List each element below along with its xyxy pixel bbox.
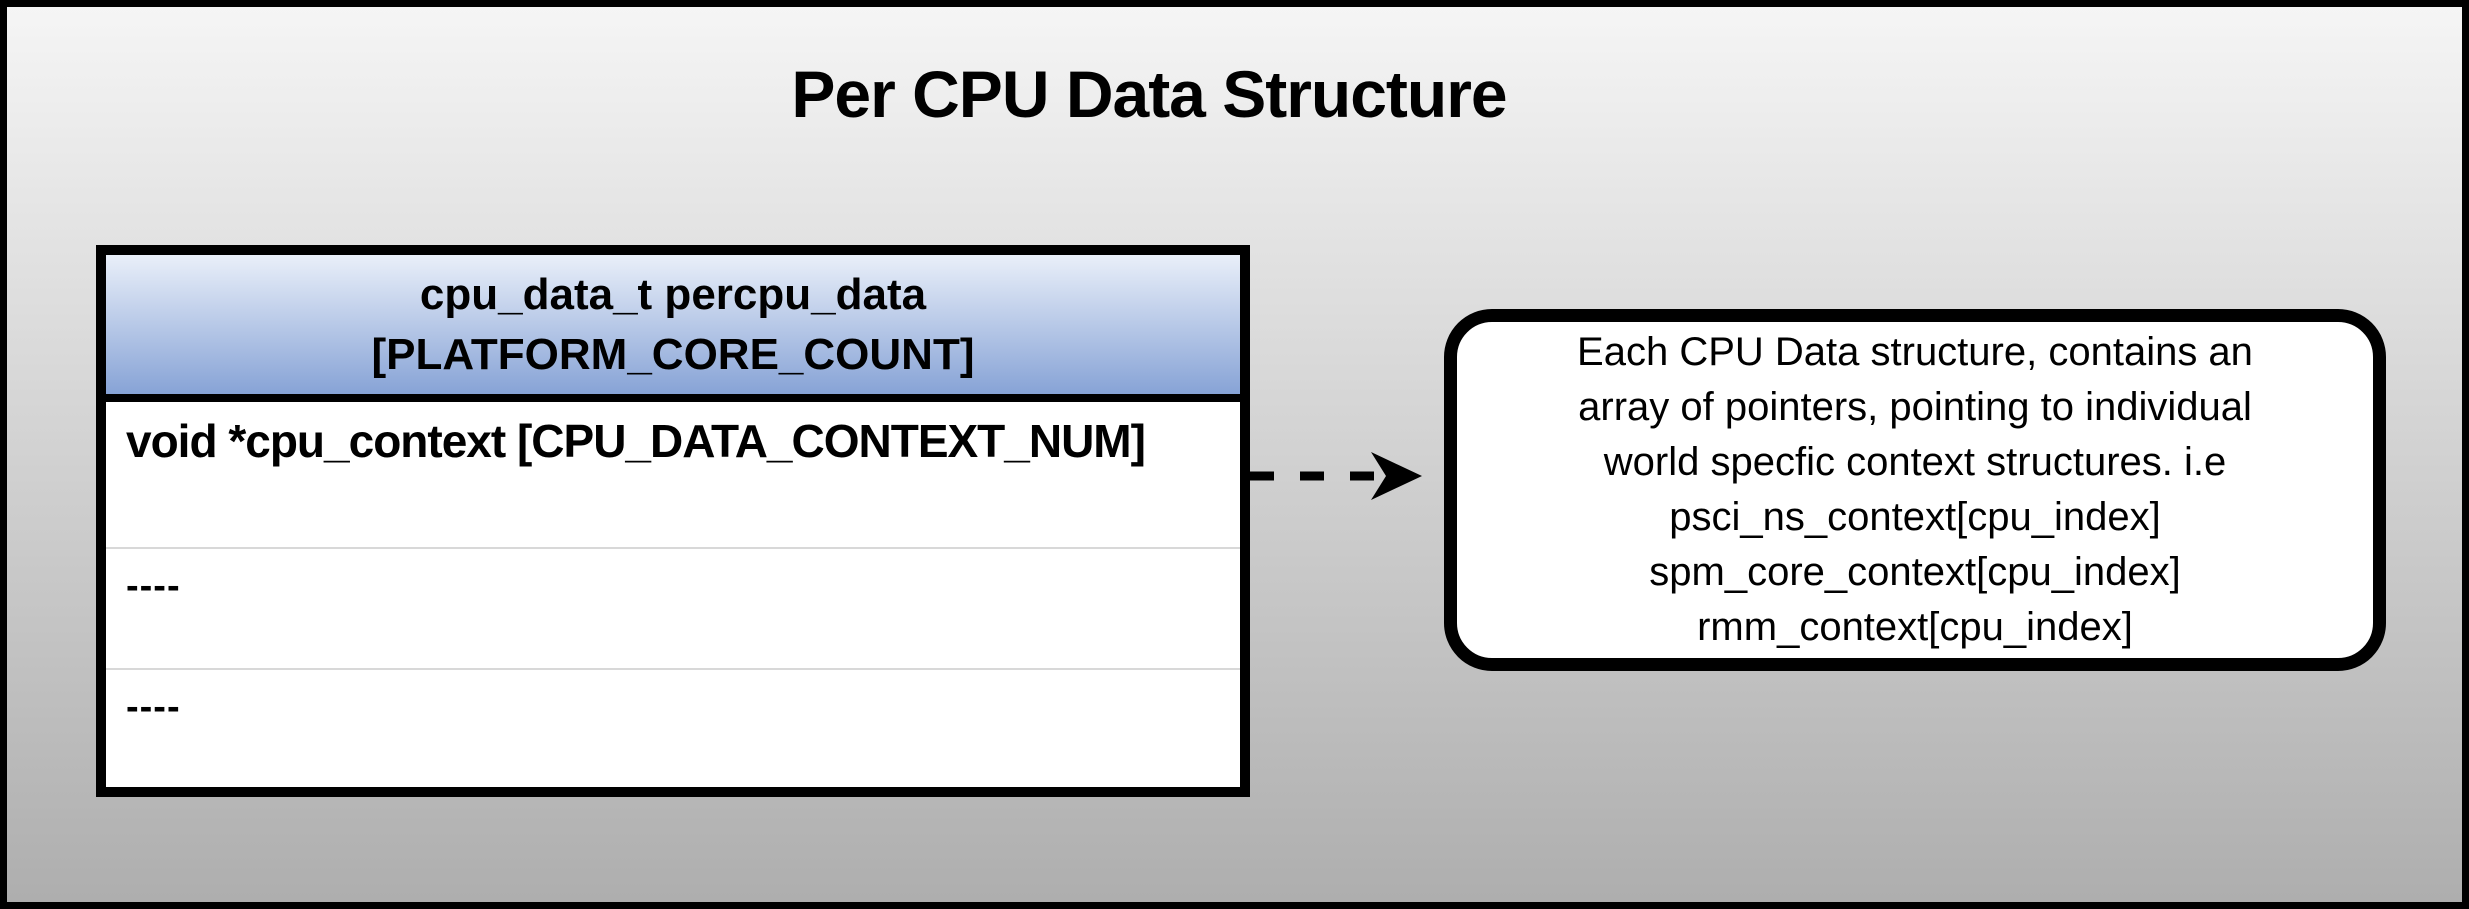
struct-row-placeholder-1: ---- <box>106 549 1240 670</box>
note-line: spm_core_context[cpu_index] <box>1649 550 2181 594</box>
note-line: psci_ns_context[cpu_index] <box>1669 495 2161 539</box>
struct-header-line2: [PLATFORM_CORE_COUNT] <box>371 329 975 379</box>
cpu-data-note-box: Each CPU Data structure, contains an arr… <box>1444 309 2386 671</box>
percpu-data-struct-box: cpu_data_t percpu_data [PLATFORM_CORE_CO… <box>96 245 1250 797</box>
note-line: array of pointers, pointing to individua… <box>1578 385 2252 429</box>
note-line: rmm_context[cpu_index] <box>1697 605 2133 649</box>
struct-row-cpu-context: void *cpu_context [CPU_DATA_CONTEXT_NUM] <box>106 402 1240 549</box>
struct-header-line1: cpu_data_t percpu_data <box>419 269 927 319</box>
note-line: world specfic context structures. i.e <box>1603 440 2227 484</box>
diagram-title: Per CPU Data Structure <box>791 57 1507 131</box>
struct-row-placeholder-2: ---- <box>106 670 1240 787</box>
dashed-arrow-icon <box>1250 452 1422 500</box>
note-line: Each CPU Data structure, contains an <box>1577 330 2253 374</box>
struct-header: cpu_data_t percpu_data [PLATFORM_CORE_CO… <box>106 255 1240 402</box>
